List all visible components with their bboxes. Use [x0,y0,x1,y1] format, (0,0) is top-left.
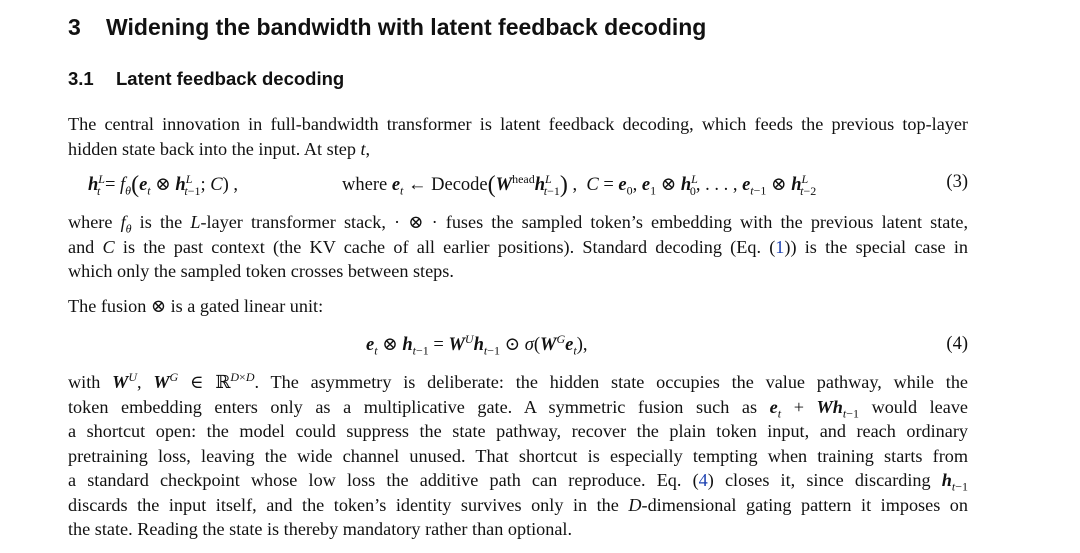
equation-4: et ⊗ ht−1 = WUht−1 ⊙ σ(WGet), (4) [68,331,968,364]
text-line: where fθ is the L-layer transformer stac… [68,212,969,236]
subsection-number: 3.1 [68,68,94,89]
text-line: The central innovation in full-bandwidth… [68,114,968,134]
section-heading: 3 Widening the bandwidth with latent feed… [68,14,706,41]
text-line: token embedding enters only as a multipl… [68,396,968,421]
equation-3: hLt = fθ(et ⊗ hLt−1; C) , where et ← Dec… [68,172,968,202]
text-line: with WU, WG ∈ ℝD×D. The asymmetry is del… [68,369,969,392]
text-line: a standard checkpoint whose low loss the… [68,470,968,494]
text-line: which only the sampled token crosses bet… [68,261,454,281]
text-line: and C is the past context (the KV cache … [68,236,968,257]
text-line: pretraining loss, leaving the wide chann… [68,445,968,466]
text-line: The fusion ⊗ is a gated linear unit: [68,296,324,316]
text-line: the state. Reading the state is thereby … [68,519,573,539]
paragraph-asymmetry: with WU, WG ∈ ℝD×D. The asymmetry is del… [68,370,968,542]
section-number: 3 [68,14,81,40]
paragraph-fusion: The fusion ⊗ is a gated linear unit: [68,294,968,319]
paragraph-definitions: where fθ is the L-layer transformer stac… [68,210,968,284]
equation-rhs: where et ← Decode(WheadhLt−1) , C = e0, … [342,171,817,198]
equation-number: (4) [946,334,968,354]
equation-number: (3) [946,172,968,192]
section-title: Widening the bandwidth with latent feedb… [106,14,707,40]
equation-ref-link[interactable]: 4 [698,470,708,490]
equation-body: et ⊗ ht−1 = WUht−1 ⊙ σ(WGet), [366,331,588,358]
text-line: a shortcut open: the model could suppres… [68,421,968,441]
text-line: discards the input itself, and the token… [68,494,968,515]
subsection-heading: 3.1 Latent feedback decoding [68,68,344,90]
subsection-title: Latent feedback decoding [116,68,345,89]
paragraph-intro: The central innovation in full-bandwidth… [68,112,968,161]
text-line: hidden state back into the input. At ste… [68,138,371,159]
equation-ref-link[interactable]: 1 [775,236,785,257]
equation-lhs: hLt = fθ(et ⊗ hLt−1; C) , [88,171,239,198]
